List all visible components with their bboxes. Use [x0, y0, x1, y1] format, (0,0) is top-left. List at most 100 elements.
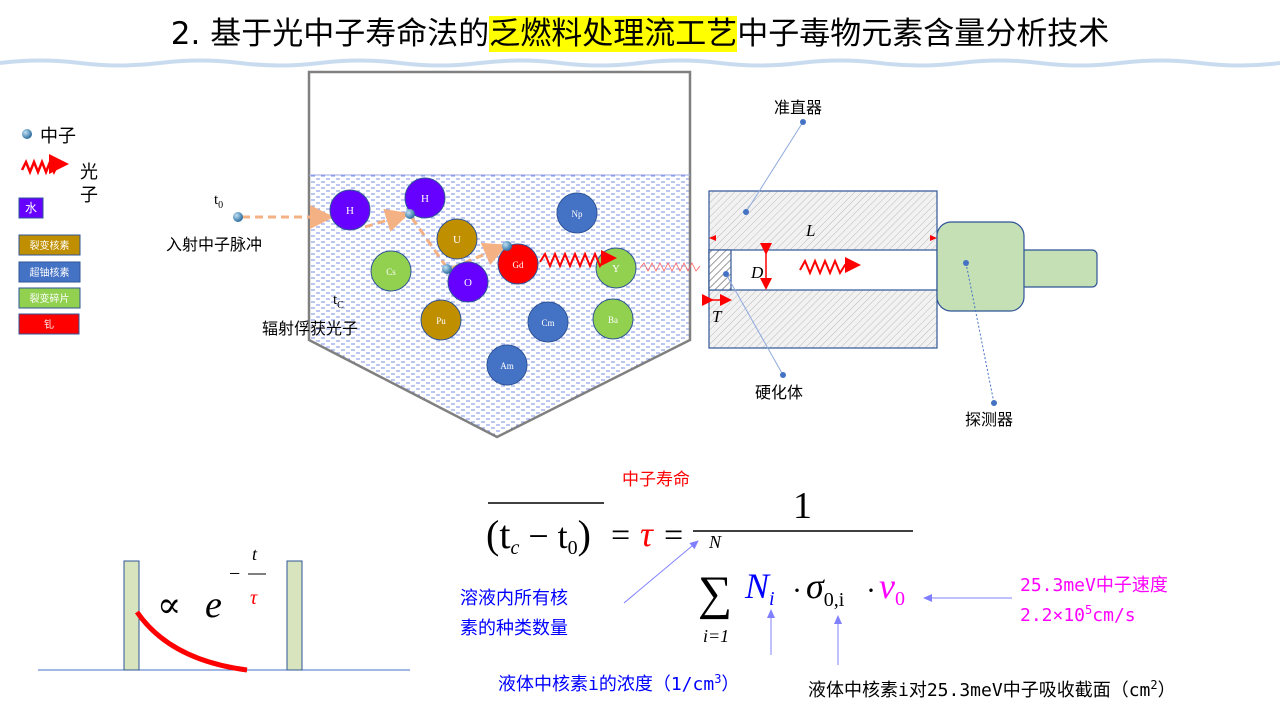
formula-annotations: 溶液内所有核 素的种类数量 25.3meV中子速度 2.2×105cm/s 液体… — [460, 540, 1176, 701]
neutron-icon — [442, 264, 452, 274]
water-fill — [309, 175, 689, 437]
tc-label: tC — [333, 292, 344, 311]
exp-t: t — [252, 544, 258, 564]
tank — [307, 70, 692, 439]
legend-swatch — [18, 287, 81, 309]
collimator-assembly: L D T 准直器 硬化体 探测器 — [702, 98, 1098, 429]
nuclide-circle — [556, 192, 598, 234]
neutron-legend-icon — [22, 129, 32, 139]
pulse-bar — [286, 560, 303, 671]
detector-label: 探测器 — [965, 410, 1013, 429]
collimator-label: 准直器 — [774, 98, 822, 117]
nuclide-label: H — [421, 193, 429, 205]
nuclide-np: Np — [556, 192, 598, 234]
legend-swatch — [18, 197, 44, 219]
concentration-term: Ni — [744, 566, 775, 610]
neutron-path — [242, 205, 508, 270]
legend-label: 水 — [25, 201, 37, 215]
nuclide-cm: Cm — [527, 301, 569, 343]
title-prefix: 2. 基于光中子寿命法的 — [170, 16, 490, 52]
hardener-label: 硬化体 — [755, 383, 803, 402]
lifetime-formula: 中子寿命 (tc − t0) = τ = 1 N ∑ i=1 Ni · σ0,i… — [486, 470, 913, 646]
diameter-label: D — [750, 263, 764, 282]
nuclide-h: H — [404, 177, 446, 219]
legend-swatch — [18, 261, 81, 283]
neutrons — [233, 209, 512, 274]
dot-operator: · — [866, 574, 876, 607]
nuclide-gd: Gd — [497, 243, 539, 285]
hardener-body — [708, 249, 732, 291]
sum-upper-limit: N — [708, 532, 722, 552]
legend-item: 裂变碎片 — [18, 287, 81, 309]
nuclide-circle — [497, 243, 539, 285]
lhs-expression: (tc − t0) — [486, 512, 591, 559]
title-highlight: 乏燃料处理流工艺 — [489, 16, 738, 52]
decay-plot: ∝ e − t τ — [38, 544, 410, 673]
nuclide-y: Y — [595, 247, 637, 289]
nuclide-circle — [420, 299, 462, 341]
collimator-bore — [708, 249, 938, 291]
nuclide-label: H — [346, 205, 354, 217]
legend-item: 超铀核素 — [18, 261, 81, 283]
detector-tail — [1019, 249, 1098, 288]
tau-symbol: τ — [640, 514, 654, 554]
legend-label: 裂变核素 — [30, 239, 70, 252]
nuclide-cs: Cs — [370, 250, 412, 292]
legend-label: 钆 — [44, 319, 54, 331]
nuclide-circle — [370, 250, 412, 292]
nuclide-label: Ba — [608, 315, 618, 325]
nuclide-h: H — [329, 189, 371, 231]
legend-item: 水 — [18, 197, 44, 219]
length-label: L — [805, 221, 815, 240]
nuclide-circle — [592, 298, 634, 340]
exp-base: e — [205, 584, 222, 626]
legend-label: 超铀核素 — [30, 266, 70, 279]
nuclide-label: O — [464, 277, 472, 289]
species-note-line2: 素的种类数量 — [460, 618, 568, 639]
title-underline — [0, 58, 1280, 68]
nuclide-label: U — [453, 234, 461, 246]
slide-title: 2. 基于光中子寿命法的乏燃料处理流工艺中子毒物元素含量分析技术 — [0, 8, 1280, 53]
cross-section-note: 液体中核素i对25.3meV中子吸收截面（cm2） — [808, 678, 1176, 701]
lifetime-label: 中子寿命 — [622, 470, 690, 490]
exp-minus: − — [229, 563, 240, 585]
legend-swatch — [18, 313, 80, 335]
sum-lower-limit: i=1 — [703, 626, 729, 646]
neutron-icon — [502, 241, 512, 251]
photon-legend-icon — [20, 154, 69, 176]
nuclide-pu: Pu — [420, 299, 462, 341]
nuclide-circle — [436, 218, 478, 260]
nuclide-circle — [447, 261, 489, 303]
nuclide-label: Gd — [513, 260, 524, 270]
equals-sign: = — [664, 517, 683, 554]
dot-operator: · — [792, 574, 802, 607]
t0-label: t0 — [214, 192, 223, 211]
legend-photon-label-1: 光 — [80, 162, 98, 183]
capture-photon-icon — [539, 250, 617, 269]
exp-tau: τ — [250, 587, 258, 609]
thickness-label: T — [712, 307, 723, 326]
neutron-icon — [405, 209, 415, 219]
legend-photon-label-2: 子 — [80, 185, 98, 206]
detector-body — [936, 221, 1025, 312]
photon-trail — [639, 262, 701, 272]
decay-curve — [134, 610, 248, 673]
nuclide-circle — [404, 177, 446, 219]
title-suffix: 中子毒物元素含量分析技术 — [737, 16, 1110, 52]
legend-item: 裂变核素 — [18, 234, 81, 256]
concentration-note: 液体中核素i的浓度（1/cm3） — [498, 672, 739, 695]
legend-label: 裂变碎片 — [30, 292, 70, 305]
nuclide-circle — [329, 189, 371, 231]
nuclide-o: O — [447, 261, 489, 303]
legend-neutron-label: 中子 — [40, 126, 76, 147]
nuclide-label: Cs — [386, 267, 396, 277]
velocity-term: v0 — [879, 566, 905, 610]
nuclide-circle — [527, 301, 569, 343]
sum-symbol: ∑ — [698, 567, 732, 620]
incident-pulse-label: 入射中子脉冲 — [166, 235, 262, 254]
capture-photon-label: 辐射俘获光子 — [262, 319, 358, 338]
bore-photon-icon — [799, 257, 861, 276]
legend-item: 钆 — [18, 313, 80, 335]
